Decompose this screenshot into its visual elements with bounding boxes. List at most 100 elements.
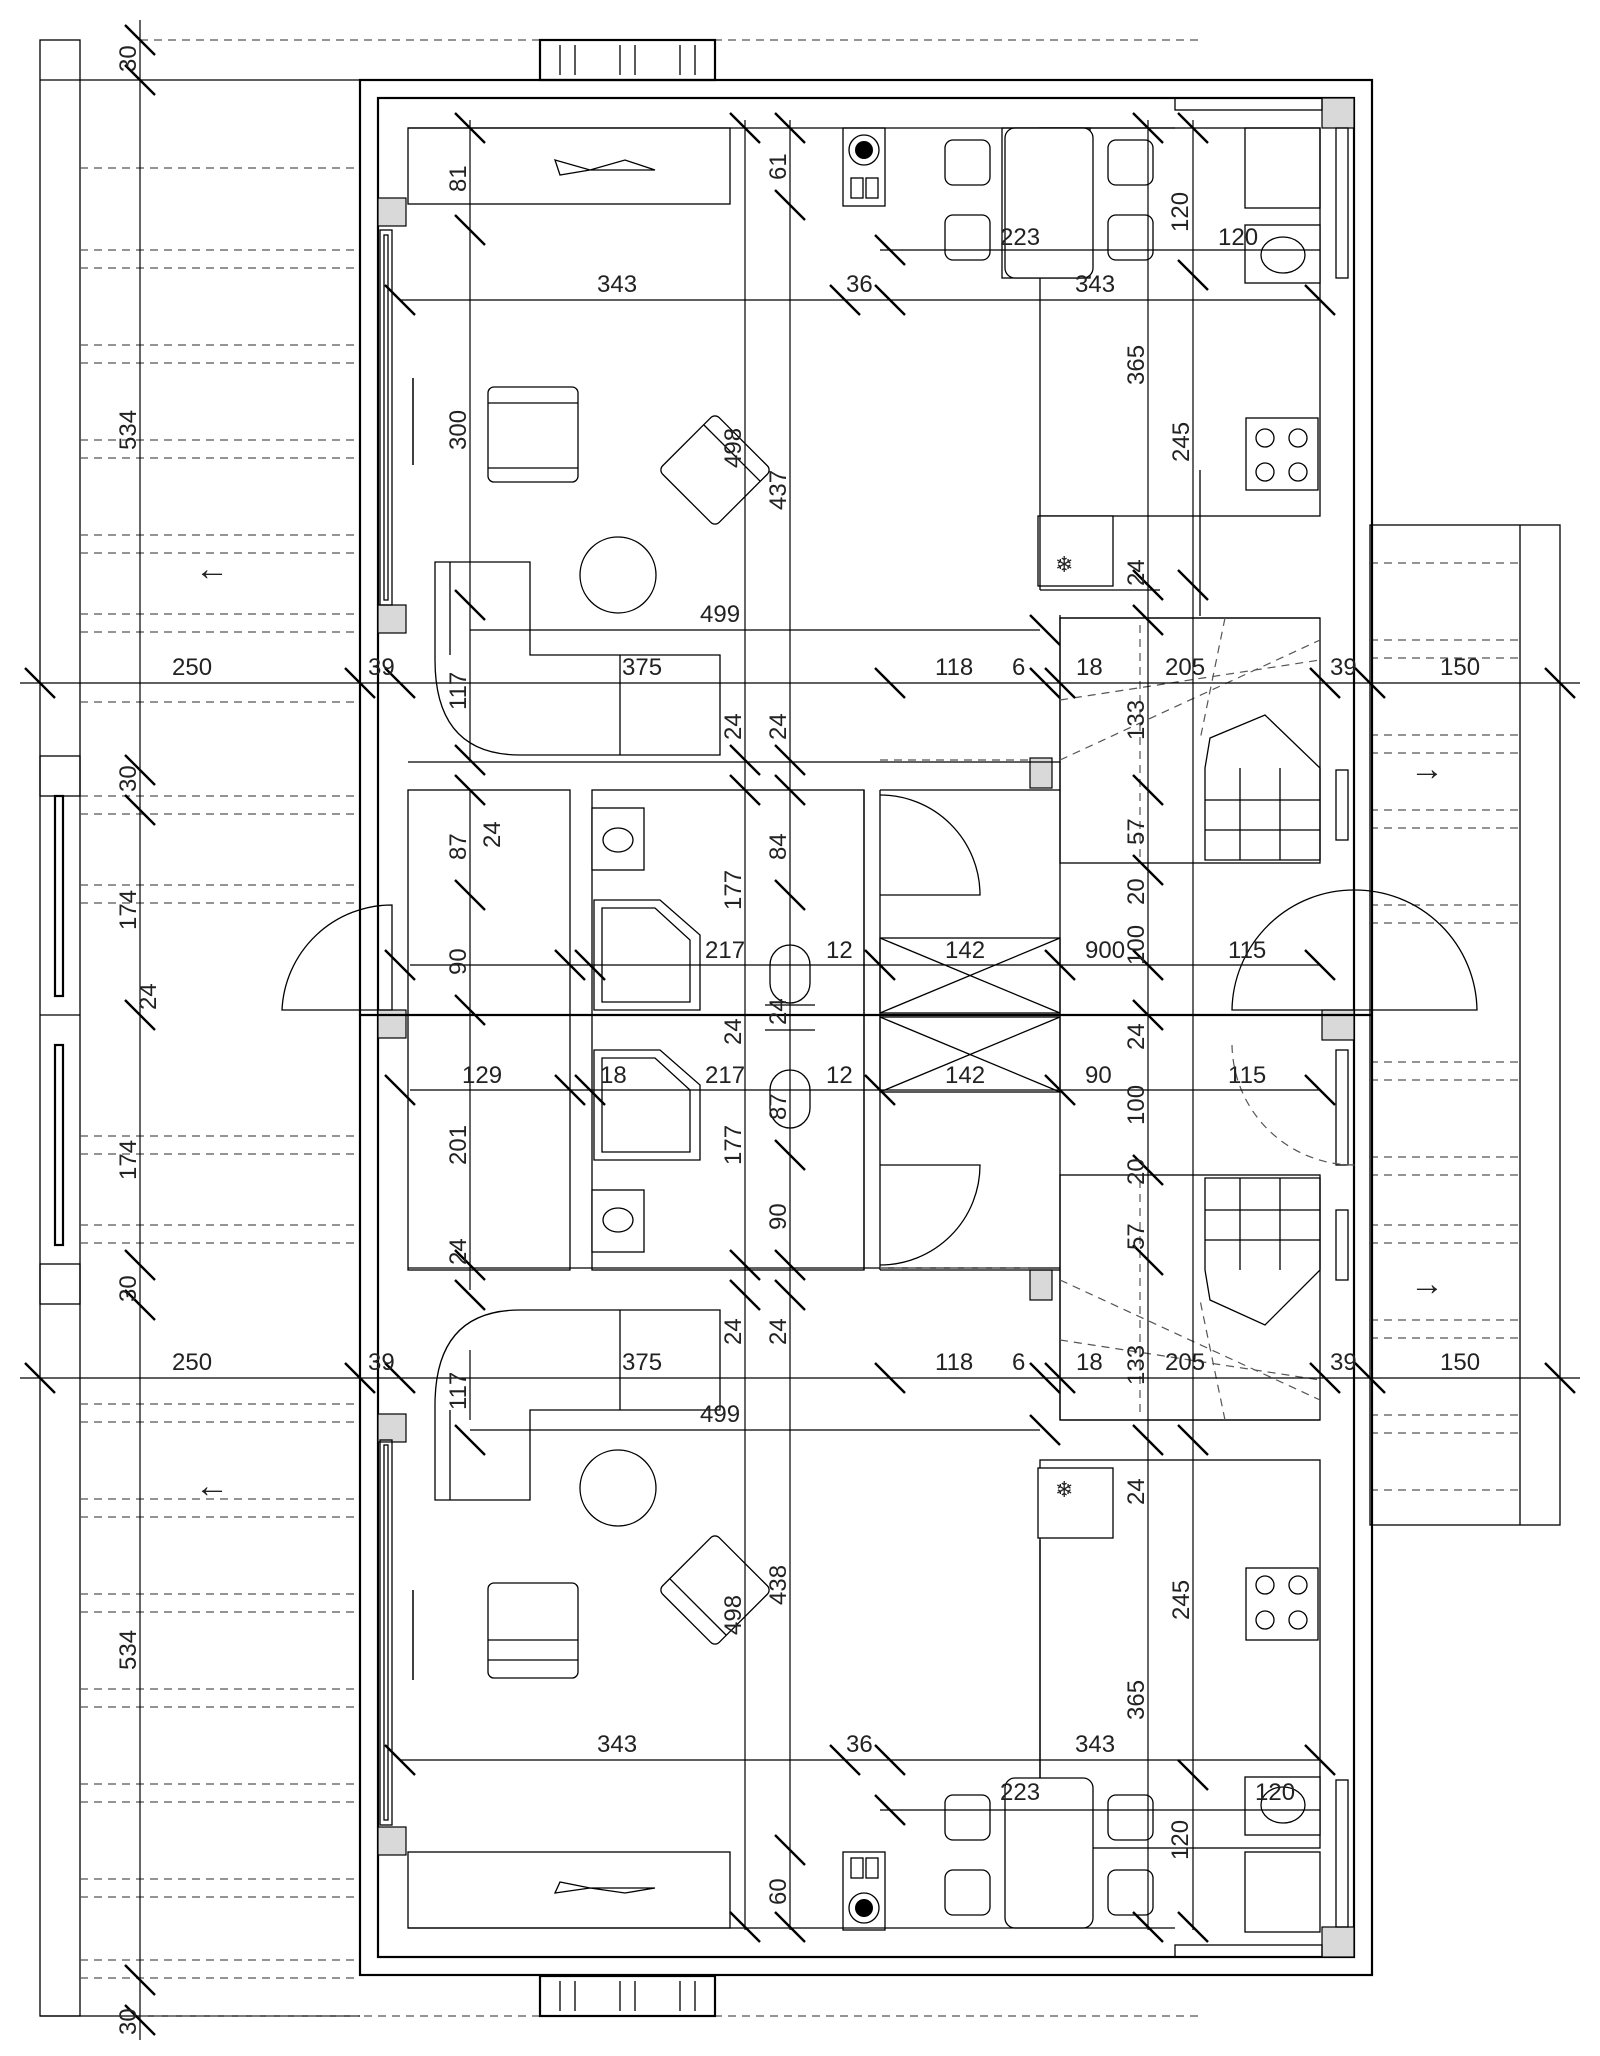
dim-label: 24 — [765, 998, 792, 1025]
arrow-right-icon: → — [1410, 1265, 1444, 1303]
arrow-left-icon: ← — [195, 1467, 229, 1505]
dim-label: 142 — [945, 1062, 985, 1089]
bathroom-lower — [591, 1029, 815, 1253]
dim-label: 90 — [765, 1203, 792, 1230]
dining-table-upper — [944, 127, 1154, 279]
dimension-ticks — [24, 24, 1576, 2036]
left-window-upper — [379, 229, 414, 606]
dim-label: 118 — [935, 1349, 973, 1376]
dim-label: 300 — [445, 410, 472, 450]
dim-label: 438 — [765, 1565, 792, 1605]
dim-label: 6 — [1012, 654, 1025, 681]
dim-label: 57 — [1123, 1223, 1150, 1250]
dim-label: 90 — [1085, 1062, 1112, 1089]
top-window — [538, 38, 717, 82]
dim-label: 100 — [1123, 925, 1150, 965]
kitchen-lower — [1037, 1467, 1321, 1933]
dim-label: 120 — [1167, 1820, 1194, 1860]
dim-label: 245 — [1168, 1580, 1195, 1620]
dim-label: 133 — [1123, 700, 1150, 740]
fridge-snowflake-icon: ❄ — [1055, 552, 1073, 577]
living-upper — [434, 159, 770, 756]
dim-label: 24 — [135, 983, 162, 1010]
dimension-labels: 30 534 81 61 120 223 120 343 36 343 300 … — [115, 45, 1480, 2035]
dim-label: 24 — [445, 1238, 472, 1265]
dim-label: 100 — [1123, 1085, 1150, 1125]
staircase-lower — [1059, 1174, 1321, 1421]
dim-label: 217 — [705, 937, 745, 964]
dim-label: 84 — [765, 833, 792, 860]
dim-label: 250 — [172, 654, 212, 681]
dim-label: 24 — [1123, 1023, 1150, 1050]
dim-label: 120 — [1218, 224, 1258, 251]
dim-label: 39 — [368, 1349, 395, 1376]
arrow-left-icon: ← — [195, 550, 229, 588]
dim-label: 129 — [462, 1062, 502, 1089]
dining-table-lower — [944, 1777, 1154, 1929]
dim-label: 90 — [445, 948, 472, 975]
dim-label: 133 — [1123, 1345, 1150, 1385]
dim-label: 250 — [172, 1349, 212, 1376]
dim-label: 534 — [115, 1630, 142, 1670]
dim-label: 900 — [1085, 937, 1125, 964]
kitchen-window-lower — [1174, 1779, 1349, 1958]
dim-label: 205 — [1165, 1349, 1205, 1376]
dim-label: 115 — [1228, 937, 1266, 964]
dim-label: 117 — [445, 1372, 472, 1410]
bath-door-upper — [879, 794, 981, 896]
dim-label: 120 — [1255, 1779, 1295, 1806]
dim-label: 115 — [1228, 1062, 1266, 1089]
dim-label: 118 — [935, 654, 973, 681]
dim-label: 39 — [1330, 654, 1357, 681]
dim-label: 81 — [445, 165, 472, 192]
dim-label: 24 — [720, 713, 747, 740]
boiler-upper — [842, 127, 886, 207]
dim-label: 223 — [1000, 1779, 1040, 1806]
dim-label: 534 — [115, 410, 142, 450]
dim-label: 61 — [765, 153, 792, 180]
dim-label: 217 — [705, 1062, 745, 1089]
kitchen-window-upper — [1174, 97, 1349, 279]
dim-label: 24 — [720, 1318, 747, 1345]
living-lower — [434, 1309, 770, 1894]
dim-label: 18 — [600, 1062, 627, 1089]
dim-label: 375 — [622, 654, 662, 681]
dim-label: 30 — [115, 2008, 142, 2035]
boiler-lower — [842, 1851, 886, 1931]
symbols: ❄ ❄ ← ← → → — [195, 550, 1444, 1505]
dim-label: 223 — [1000, 224, 1040, 251]
dim-label: 437 — [765, 470, 792, 510]
dim-label: 39 — [368, 654, 395, 681]
dim-label: 499 — [700, 1401, 740, 1428]
dim-label: 498 — [720, 1595, 747, 1635]
fridge-snowflake-icon: ❄ — [1055, 1477, 1073, 1502]
dim-label: 87 — [445, 833, 472, 860]
stair-windows — [1335, 769, 1349, 1281]
bottom-window — [538, 1974, 717, 2018]
dim-label: 174 — [115, 890, 142, 930]
dim-label: 24 — [1123, 1478, 1150, 1505]
dim-label: 39 — [1330, 1349, 1357, 1376]
left-terrace-dashed — [39, 39, 1200, 2017]
dim-label: 6 — [1012, 1349, 1025, 1376]
arrow-right-icon: → — [1410, 750, 1444, 788]
dim-label: 24 — [479, 821, 506, 848]
dim-label: 177 — [720, 1125, 747, 1165]
dim-label: 205 — [1165, 654, 1205, 681]
dim-label: 60 — [765, 1878, 792, 1905]
dim-label: 24 — [765, 1318, 792, 1345]
dim-label: 150 — [1440, 1349, 1480, 1376]
dim-label: 201 — [445, 1125, 472, 1165]
dim-label: 12 — [826, 1062, 853, 1089]
dim-label: 18 — [1076, 654, 1103, 681]
dim-label: 375 — [622, 1349, 662, 1376]
right-terrace-dashed — [1369, 524, 1561, 1526]
dim-label: 343 — [1075, 271, 1115, 298]
dim-label: 20 — [1123, 878, 1150, 905]
dim-label: 24 — [720, 1018, 747, 1045]
staircase-upper — [1059, 617, 1321, 864]
kitchen-upper — [1001, 127, 1321, 616]
dim-label: 87 — [765, 1093, 792, 1120]
dim-label: 365 — [1123, 345, 1150, 385]
